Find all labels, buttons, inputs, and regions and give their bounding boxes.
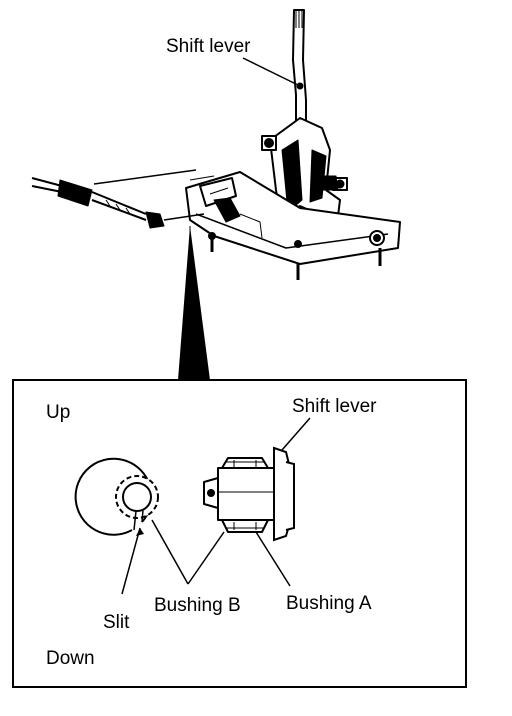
bushing-b-leader-left [151, 519, 189, 585]
shift-lever-assembly [31, 9, 401, 380]
base-plate [185, 171, 401, 280]
shift-cable [31, 169, 215, 229]
bushing-a-label: Bushing A [286, 593, 372, 614]
detail-box [12, 379, 467, 688]
direction-down-label: Down [46, 648, 95, 669]
shift-lever-top-leader [242, 57, 301, 87]
bushing-b-label: Bushing B [154, 595, 241, 616]
direction-up-label: Up [46, 402, 70, 423]
detail-leader-lines [121, 417, 311, 595]
bushing-a-part [203, 457, 275, 533]
slit-leader [121, 527, 141, 595]
slit-arrow-icon [136, 528, 144, 536]
shift-lever-end [273, 446, 295, 542]
slit-label: Slit [103, 612, 130, 633]
bushing-b-part [74, 457, 159, 536]
bushing-b-leader-right [187, 531, 225, 585]
shift-lever-detail-leader [281, 417, 311, 451]
shift-lever-label-detail: Shift lever [292, 396, 377, 417]
shift-lever-label-top: Shift lever [166, 36, 251, 57]
detail-callout-pointer [178, 226, 210, 380]
bushing-a-leader [255, 531, 291, 587]
